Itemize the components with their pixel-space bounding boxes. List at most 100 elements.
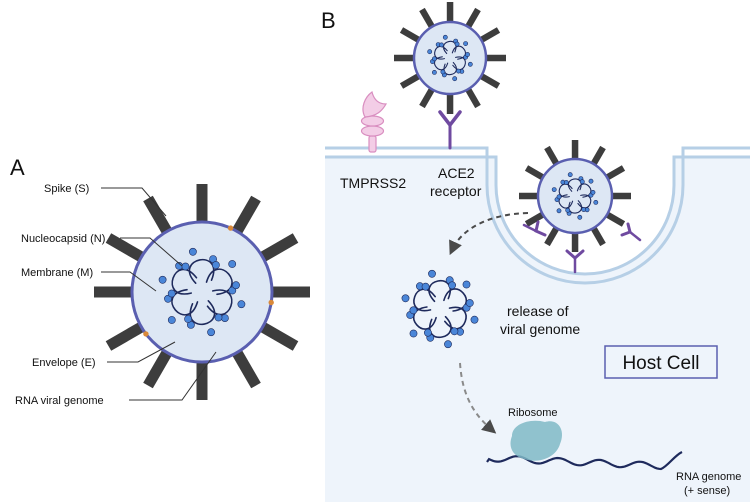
nucleocapsid-bead	[164, 294, 172, 303]
translation-arrow	[459, 362, 497, 434]
rna-genome-label-line1: RNA genome	[676, 471, 741, 483]
spike-protein	[399, 27, 422, 44]
plasma-membrane-inner	[325, 155, 750, 276]
nucleocapsid-bead	[563, 180, 569, 185]
nucleocapsid-bead	[158, 275, 167, 284]
spike-protein	[143, 349, 173, 389]
spike-protein	[231, 349, 261, 389]
spike-protein	[544, 225, 560, 247]
nucleocapsid-bead	[214, 313, 223, 322]
nucleocapsid-bead	[431, 70, 437, 75]
spike-protein	[394, 54, 415, 62]
ace2-receptor-pit-bottom	[565, 249, 585, 274]
spike-protein	[544, 145, 560, 167]
spike-protein	[485, 54, 506, 62]
viral-membrane	[412, 20, 488, 96]
spike-protein	[478, 72, 501, 89]
host-cell-label-box	[604, 345, 718, 379]
spike-protein	[446, 93, 454, 114]
spike-protein	[231, 195, 261, 235]
nucleocapsid-bead	[448, 281, 456, 290]
nucleocapsid-bead	[593, 199, 599, 205]
host-cell-label: Host Cell	[622, 353, 699, 374]
nucleocapsid-bead	[456, 68, 461, 74]
virion-endocytosed	[519, 140, 631, 252]
spike-protein	[478, 27, 501, 44]
envelope-protein	[143, 331, 149, 337]
envelope-protein	[227, 225, 234, 231]
release-label-line2: viral genome	[500, 321, 580, 337]
nucleocapsid-bead	[450, 327, 459, 336]
ace2-receptor-surface	[438, 110, 462, 150]
nucleocapsid-bead	[463, 41, 468, 46]
nucleocapsid-bead	[421, 282, 430, 291]
spike-protein	[271, 286, 310, 298]
spike-protein	[143, 195, 173, 235]
released-genome	[401, 269, 479, 349]
nucleocapsid-bead	[237, 300, 246, 309]
nucleocapsid-bead	[188, 247, 197, 256]
spike-protein	[419, 7, 436, 30]
spike-protein	[259, 321, 299, 351]
spike-protein	[399, 72, 422, 89]
ace2-label-line1: ACE2	[438, 165, 475, 181]
nucleocapsid-bead	[428, 269, 436, 278]
spike-protein	[571, 232, 579, 252]
nucleocapsid-bead	[439, 42, 444, 48]
nucleocapsid-bead	[556, 208, 562, 214]
spike-protein	[524, 165, 546, 181]
nucleocapsid-bead	[232, 281, 240, 290]
spike-protein	[524, 211, 546, 227]
nucleocapsid-bead	[465, 52, 470, 57]
ace2-receptor-pit-right	[620, 222, 642, 242]
membrane-label: Membrane (M)	[21, 267, 93, 279]
tmprss2-label: TMPRSS2	[340, 175, 406, 191]
nucleocapsid-bead	[567, 172, 573, 178]
nucleocapsid-bead	[427, 49, 433, 55]
spike-label: Spike (S)	[44, 183, 89, 195]
spike-protein	[611, 192, 631, 200]
nucleocapsid-bead	[581, 207, 587, 212]
nucleocapsid-bead	[431, 56, 437, 62]
nucleocapsid-bead	[551, 187, 557, 192]
nucleocapsid-bead	[423, 328, 432, 337]
nucleocapsid-bead	[442, 34, 448, 40]
ribosome-label: Ribosome	[508, 407, 558, 419]
nucleocapsid-bead	[444, 340, 452, 349]
spike-protein	[519, 192, 539, 200]
spike-protein	[105, 233, 145, 263]
nucleocapsid-bead	[228, 286, 237, 295]
genome-strand	[558, 178, 592, 214]
spike-protein	[604, 211, 626, 227]
spike-protein	[105, 321, 145, 351]
nucleocapsid-bead	[167, 316, 176, 324]
viral-membrane	[130, 220, 274, 364]
spike-protein	[464, 86, 481, 109]
envelope-protein	[268, 299, 274, 306]
spike-protein	[259, 233, 299, 263]
rna-genome-label-line2: (+ sense)	[684, 485, 730, 497]
ace2-label-line2: receptor	[430, 183, 482, 199]
nucleocapsid-bead	[590, 189, 596, 195]
spike-protein	[604, 165, 626, 181]
nucleocapsid-bead	[467, 61, 473, 67]
nucleocapsid-label: Nucleocapsid (N)	[21, 233, 105, 245]
nucleocapsid-bead	[454, 41, 460, 47]
nucleocapsid-bead	[184, 315, 192, 323]
spike-protein	[419, 86, 436, 109]
spike-protein	[464, 7, 481, 30]
virion-approaching	[394, 2, 506, 114]
host-cell	[325, 146, 750, 502]
nucleocapsid-bead	[470, 315, 479, 324]
panel-a-leader-lines	[101, 187, 217, 401]
nucleocapsid-bead	[440, 69, 446, 75]
nucleocapsid-bead	[211, 261, 220, 269]
ribosome	[510, 420, 563, 461]
spike-protein	[196, 361, 208, 400]
nucleocapsid-bead	[452, 76, 458, 82]
release-label-line1: release of	[507, 303, 569, 319]
nucleocapsid-bead	[409, 306, 418, 315]
spike-protein	[446, 2, 454, 23]
virion-panel-a	[94, 184, 310, 400]
ace2-receptor-pit-left	[522, 220, 547, 237]
